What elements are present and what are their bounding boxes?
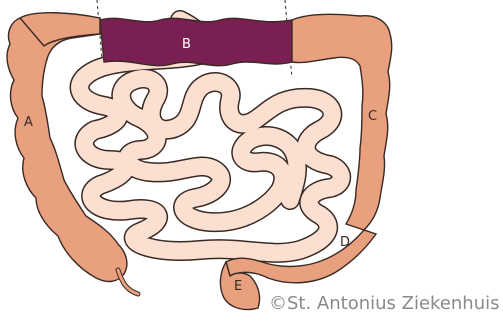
appendix [118,270,138,294]
label-a: A [24,115,33,130]
label-e: E [234,279,242,294]
label-c: C [368,109,377,124]
copyright-notice: ©St. Antonius Ziekenhuis [269,293,500,314]
transverse-colon-highlight [100,18,292,65]
label-b: B [182,37,191,52]
label-d: D [340,235,350,250]
